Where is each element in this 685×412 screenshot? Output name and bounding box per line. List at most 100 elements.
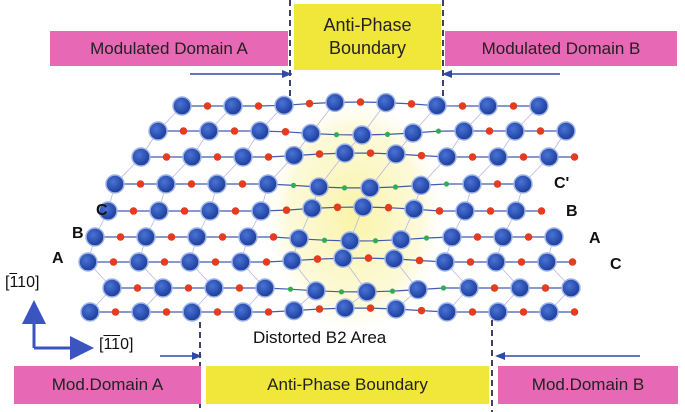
large-atom: [301, 123, 321, 144]
small-atom: [517, 258, 526, 266]
small-atom: [458, 102, 467, 110]
green-atom: [338, 289, 345, 295]
large-atom: [258, 174, 278, 194]
small-atom: [519, 153, 528, 161]
large-atom: [376, 92, 396, 113]
small-atom: [333, 203, 342, 212]
large-atom: [250, 121, 270, 141]
small-atom: [313, 255, 322, 263]
large-atom: [340, 231, 360, 251]
stacking-right-a: A: [589, 230, 601, 247]
large-atom: [85, 227, 105, 247]
green-atom: [392, 184, 399, 190]
large-atom: [306, 281, 326, 301]
small-atom: [213, 308, 222, 316]
large-atom: [199, 121, 219, 141]
large-atom: [131, 147, 151, 167]
green-atom: [321, 237, 328, 243]
large-atom: [556, 121, 576, 141]
large-atom: [386, 299, 406, 319]
large-atom: [325, 92, 345, 113]
large-atom: [156, 174, 176, 194]
small-atom: [184, 284, 193, 292]
large-atom: [302, 198, 322, 219]
green-atom: [389, 288, 396, 294]
large-atom: [404, 199, 424, 219]
large-atom: [223, 96, 243, 116]
large-atom: [129, 252, 149, 272]
large-atom: [435, 252, 455, 272]
large-atom: [353, 197, 373, 217]
small-atom: [468, 308, 477, 316]
large-atom: [486, 252, 506, 272]
small-atom: [366, 304, 375, 312]
large-atom: [282, 250, 302, 271]
small-atom: [524, 233, 533, 241]
stacking-right-b: B: [566, 203, 578, 220]
apb-top-line2: Boundary: [328, 38, 407, 58]
large-atom: [233, 302, 253, 322]
large-atom: [437, 302, 457, 322]
small-atom: [116, 233, 125, 241]
large-atom: [506, 201, 526, 221]
small-atom: [415, 256, 424, 265]
label-anti-phase-boundary-top: Anti-Phase Boundary: [294, 4, 441, 70]
small-atom: [133, 284, 142, 292]
small-atom: [541, 284, 550, 292]
label-distorted-b2-area: Distorted B2 Area: [250, 328, 390, 348]
small-atom: [366, 149, 375, 157]
small-atom: [486, 207, 495, 215]
large-atom: [360, 178, 380, 198]
label-mod-domain-a-bottom: Mod.Domain A: [14, 366, 201, 404]
large-atom: [136, 227, 156, 247]
small-atom: [315, 305, 324, 313]
small-atom: [305, 99, 314, 108]
large-atom: [488, 302, 508, 322]
small-atom: [384, 203, 393, 212]
small-atom: [136, 180, 145, 188]
small-atom: [536, 127, 545, 135]
small-atom: [435, 207, 444, 215]
small-atom: [519, 308, 528, 316]
large-atom: [335, 143, 355, 163]
small-atom: [473, 233, 482, 241]
large-atom: [408, 279, 428, 300]
small-atom: [315, 150, 324, 158]
stacking-left-b: B: [72, 225, 84, 242]
large-atom: [284, 145, 304, 166]
large-atom: [238, 227, 258, 247]
large-atom: [255, 278, 275, 298]
large-atom: [462, 174, 482, 194]
small-atom: [235, 284, 244, 292]
small-atom: [417, 306, 426, 315]
large-atom: [153, 278, 173, 298]
large-atom: [105, 174, 125, 194]
small-atom: [162, 308, 171, 316]
small-atom: [231, 207, 240, 215]
stacking-right-c: C: [610, 256, 622, 273]
large-atom: [251, 201, 271, 221]
large-atom: [172, 96, 192, 116]
green-atom: [290, 182, 297, 188]
large-atom: [200, 201, 220, 221]
green-atom: [440, 285, 447, 291]
small-atom: [187, 180, 196, 188]
small-atom: [162, 153, 171, 161]
large-atom: [98, 201, 118, 221]
label-anti-phase-boundary-bottom: Anti-Phase Boundary: [206, 366, 489, 404]
large-atom: [352, 125, 372, 145]
small-atom: [211, 258, 220, 266]
small-atom: [111, 308, 120, 316]
small-atom: [485, 127, 494, 135]
large-atom: [187, 227, 207, 247]
large-atom: [529, 96, 549, 116]
small-atom: [203, 102, 212, 110]
small-atom: [230, 127, 239, 135]
green-atom: [372, 238, 379, 244]
large-atom: [539, 147, 559, 167]
large-atom: [386, 144, 406, 164]
small-atom: [129, 207, 138, 215]
small-atom: [364, 254, 373, 262]
small-atom: [537, 207, 546, 215]
axis-vertical-label: [110]: [5, 274, 40, 291]
